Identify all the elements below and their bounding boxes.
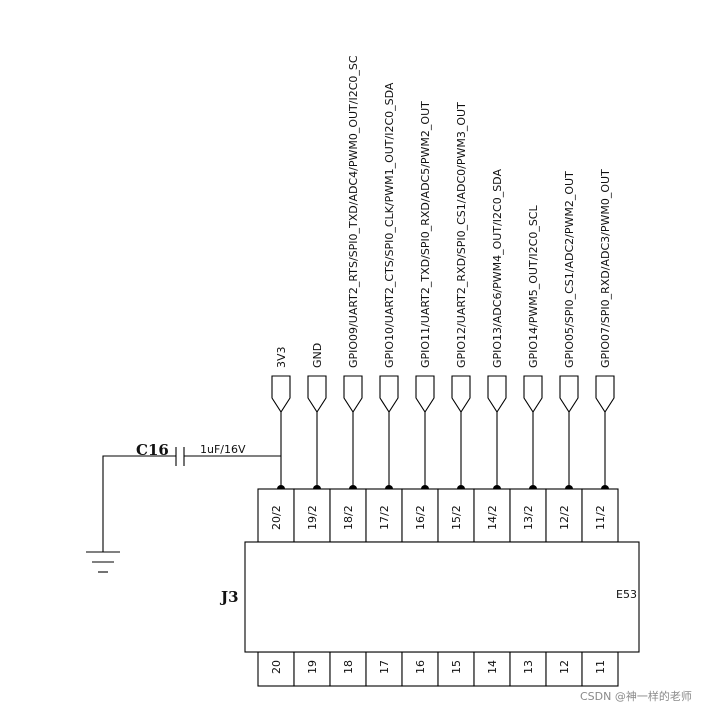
- pin-lower-box: [581, 651, 619, 687]
- net-label: GPIO05/SPI0_CS1/ADC2/PWM2_OUT: [563, 171, 576, 368]
- net-label: GPIO11/UART2_TXD/SPI0_RXD/ADC5/PWM2_OUT: [419, 101, 432, 368]
- pin-sub-number: 12/2: [558, 505, 571, 530]
- pin-column: GPIO11/UART2_TXD/SPI0_RXD/ADC5/PWM2_OUT 1…: [401, 101, 439, 687]
- pin-number: 18: [342, 660, 355, 674]
- net-label: GND: [311, 343, 324, 368]
- capacitor-c16: C16 1uF/16V: [102, 441, 281, 552]
- pin-sub-number: 11/2: [594, 505, 607, 530]
- pin-sub-number: 20/2: [270, 505, 283, 530]
- pin-column: GPIO07/SPI0_RXD/ADC3/PWM0_OUT 11/2 11: [581, 169, 619, 687]
- pin-sub-number: 16/2: [414, 505, 427, 530]
- net-port-icon: [595, 375, 615, 414]
- pin-column: GPIO05/SPI0_CS1/ADC2/PWM2_OUT 12/2 12: [545, 171, 583, 687]
- net-port-icon: [487, 375, 507, 414]
- pin-column: GPIO14/PWM5_OUT/I2C0_SCL 13/2 13: [509, 205, 547, 687]
- pin-sub-number: 17/2: [378, 505, 391, 530]
- net-label: GPIO13/ADC6/PWM4_OUT/I2C0_SDA: [491, 169, 504, 368]
- net-label: GPIO09/UART2_RTS/SPI0_TXD/ADC4/PWM0_OUT/…: [347, 55, 360, 368]
- capacitor-left-wire: [102, 455, 176, 552]
- pin-lower-box: [329, 651, 367, 687]
- pin-sub-number: 19/2: [306, 505, 319, 530]
- pin-number: 14: [486, 660, 499, 674]
- pin-number: 19: [306, 660, 319, 674]
- net-port-icon: [343, 375, 363, 414]
- pin-number: 17: [378, 660, 391, 674]
- watermark: CSDN @神一样的老师: [580, 689, 692, 703]
- pin-upper-box: [329, 488, 367, 543]
- pin-sub-number: 13/2: [522, 505, 535, 530]
- connector-j3: J3 E53: [219, 541, 640, 653]
- pin-column: GPIO09/UART2_RTS/SPI0_TXD/ADC4/PWM0_OUT/…: [329, 55, 367, 687]
- pin-number: 13: [522, 660, 535, 674]
- net-label: 3V3: [275, 346, 288, 368]
- capacitor-value: 1uF/16V: [200, 443, 246, 456]
- net-port-icon: [451, 375, 471, 414]
- pin-sub-number: 18/2: [342, 505, 355, 530]
- net-port-icon: [523, 375, 543, 414]
- net-port-icon: [307, 375, 327, 414]
- connector-pins: 3V3 20/2 20 GND 19/2 19 GPIO09/UART2_RTS/SPI0_…: [257, 55, 619, 687]
- pin-upper-box: [473, 488, 511, 543]
- pin-number: 20: [270, 660, 283, 674]
- pin-column: GPIO12/UART2_RXD/SPI0_CS1/ADC0/PWM3_OUT 1…: [437, 102, 475, 687]
- net-label: GPIO12/UART2_RXD/SPI0_CS1/ADC0/PWM3_OUT: [455, 102, 468, 368]
- net-port-icon: [379, 375, 399, 414]
- pin-column: GPIO10/UART2_CTS/SPI0_CLK/PWM1_OUT/I2C0_…: [365, 82, 403, 687]
- pin-upper-box: [401, 488, 439, 543]
- pin-sub-number: 15/2: [450, 505, 463, 530]
- connector-ref: J3: [219, 588, 239, 606]
- pin-number: 12: [558, 660, 571, 674]
- connector-body: [244, 541, 640, 653]
- pin-number: 16: [414, 660, 427, 674]
- pin-number: 15: [450, 660, 463, 674]
- net-port-icon: [559, 375, 579, 414]
- net-label: GPIO10/UART2_CTS/SPI0_CLK/PWM1_OUT/I2C0_…: [383, 82, 396, 368]
- connector-part: E53: [616, 588, 637, 601]
- net-port-icon: [415, 375, 435, 414]
- net-label: GPIO07/SPI0_RXD/ADC3/PWM0_OUT: [599, 169, 612, 368]
- net-label: GPIO14/PWM5_OUT/I2C0_SCL: [527, 205, 540, 368]
- net-port-icon: [271, 375, 291, 414]
- pin-lower-box: [509, 651, 547, 687]
- pin-upper-box: [365, 488, 403, 543]
- pin-sub-number: 14/2: [486, 505, 499, 530]
- ground-icon: [86, 551, 120, 573]
- pin-upper-box: [509, 488, 547, 543]
- capacitor-ref: C16: [136, 441, 169, 459]
- pin-number: 11: [594, 660, 607, 674]
